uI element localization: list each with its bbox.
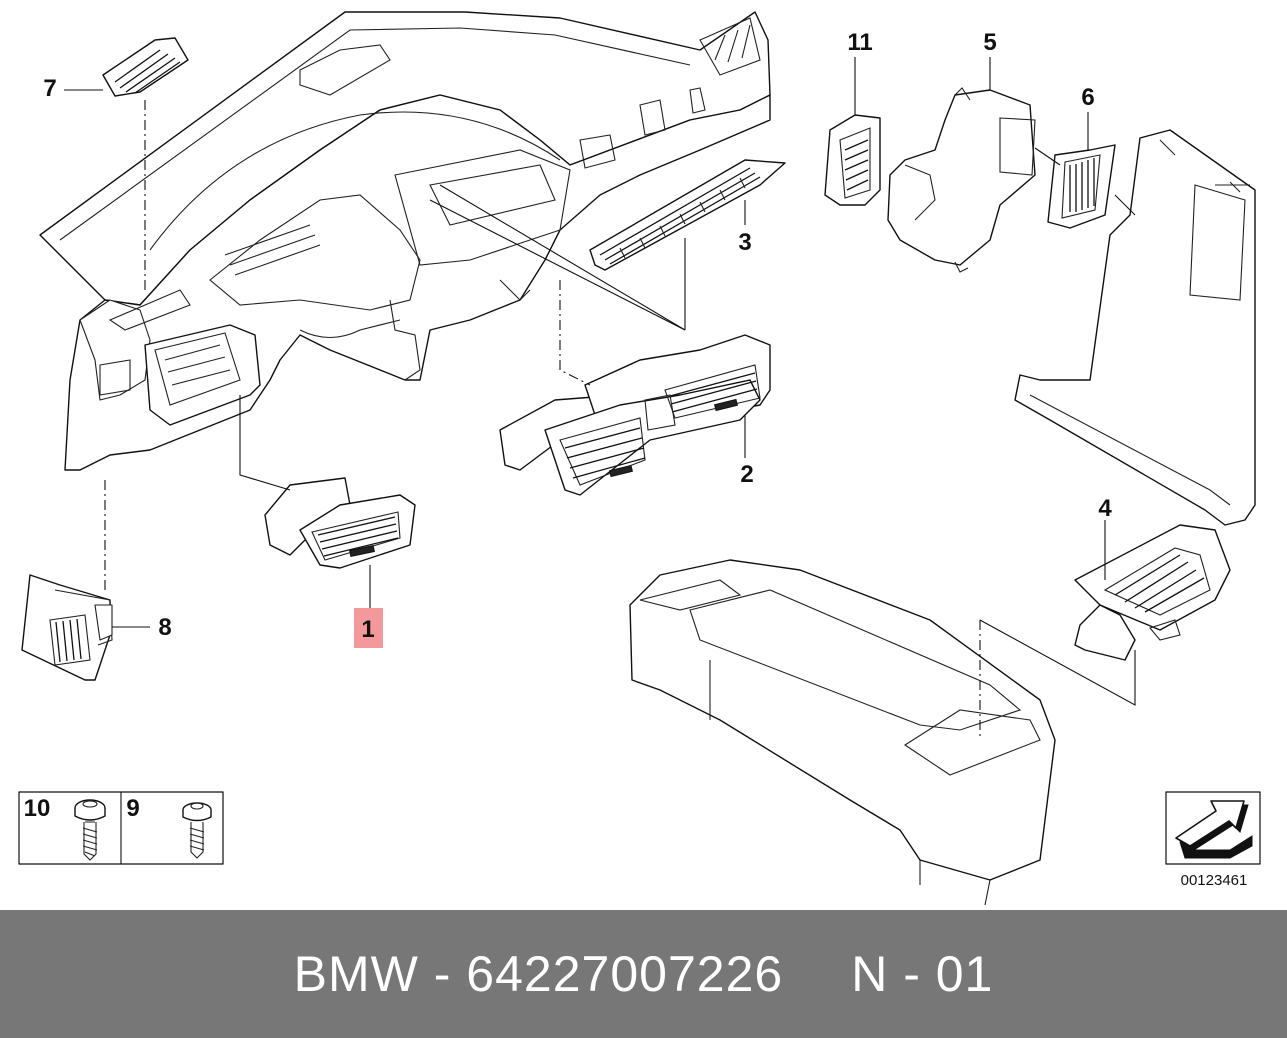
direction-arrow-icon: [1165, 791, 1261, 865]
diagram-number: 00123461: [1181, 872, 1248, 889]
part-5-air-duct: [887, 87, 1036, 273]
part-info-footer: BMW - 64227007226 N - 01: [0, 910, 1287, 1038]
callout-3: 3: [738, 229, 751, 256]
center-console-illustration: [629, 559, 1056, 906]
part-3-defroster-grille: [589, 159, 786, 271]
part-6-pillar-outlet: [1047, 144, 1116, 229]
callout-2: 2: [740, 461, 753, 488]
footer-brand: BMW: [293, 946, 419, 1002]
dashboard-illustration: [39, 11, 771, 471]
callout-11: 11: [847, 29, 872, 56]
footer-part-number: 64227007226: [466, 946, 784, 1002]
part-2-center-air-outlet: [499, 334, 771, 496]
callout-1-highlight: [354, 608, 383, 648]
callout-7: 7: [43, 75, 56, 102]
callout-5: 5: [983, 29, 996, 56]
part-4-rear-console-outlet: [1074, 524, 1231, 661]
fastener-legend: 10 9: [18, 791, 224, 865]
parts-diagram: 1 2 3 4 5 6 7 8 11 10 9: [18, 11, 1261, 906]
footer-position-code: N - 01: [851, 946, 994, 1002]
part-11-round-outlet: [824, 114, 881, 206]
footer-space: [451, 945, 466, 1003]
leader-lines: [64, 57, 1136, 740]
part-1-side-air-outlet: [264, 477, 416, 569]
screw-9-icon: [182, 802, 212, 859]
screw-10-icon: [74, 799, 106, 861]
callout-4: 4: [1098, 495, 1112, 522]
callout-8: 8: [158, 614, 171, 641]
callout-1: 1: [361, 616, 374, 643]
part-8-side-panel-outlet: [21, 574, 113, 681]
callout-10: 10: [24, 795, 51, 822]
callout-6: 6: [1081, 84, 1094, 111]
callout-9: 9: [126, 795, 139, 822]
b-pillar-trim-illustration: [1014, 129, 1256, 526]
footer-separator: [419, 945, 434, 1003]
footer-dash: -: [433, 946, 452, 1002]
callout-labels: 1 2 3 4 5 6 7 8 11: [43, 29, 1112, 648]
part-7-corner-vent: [102, 37, 189, 97]
